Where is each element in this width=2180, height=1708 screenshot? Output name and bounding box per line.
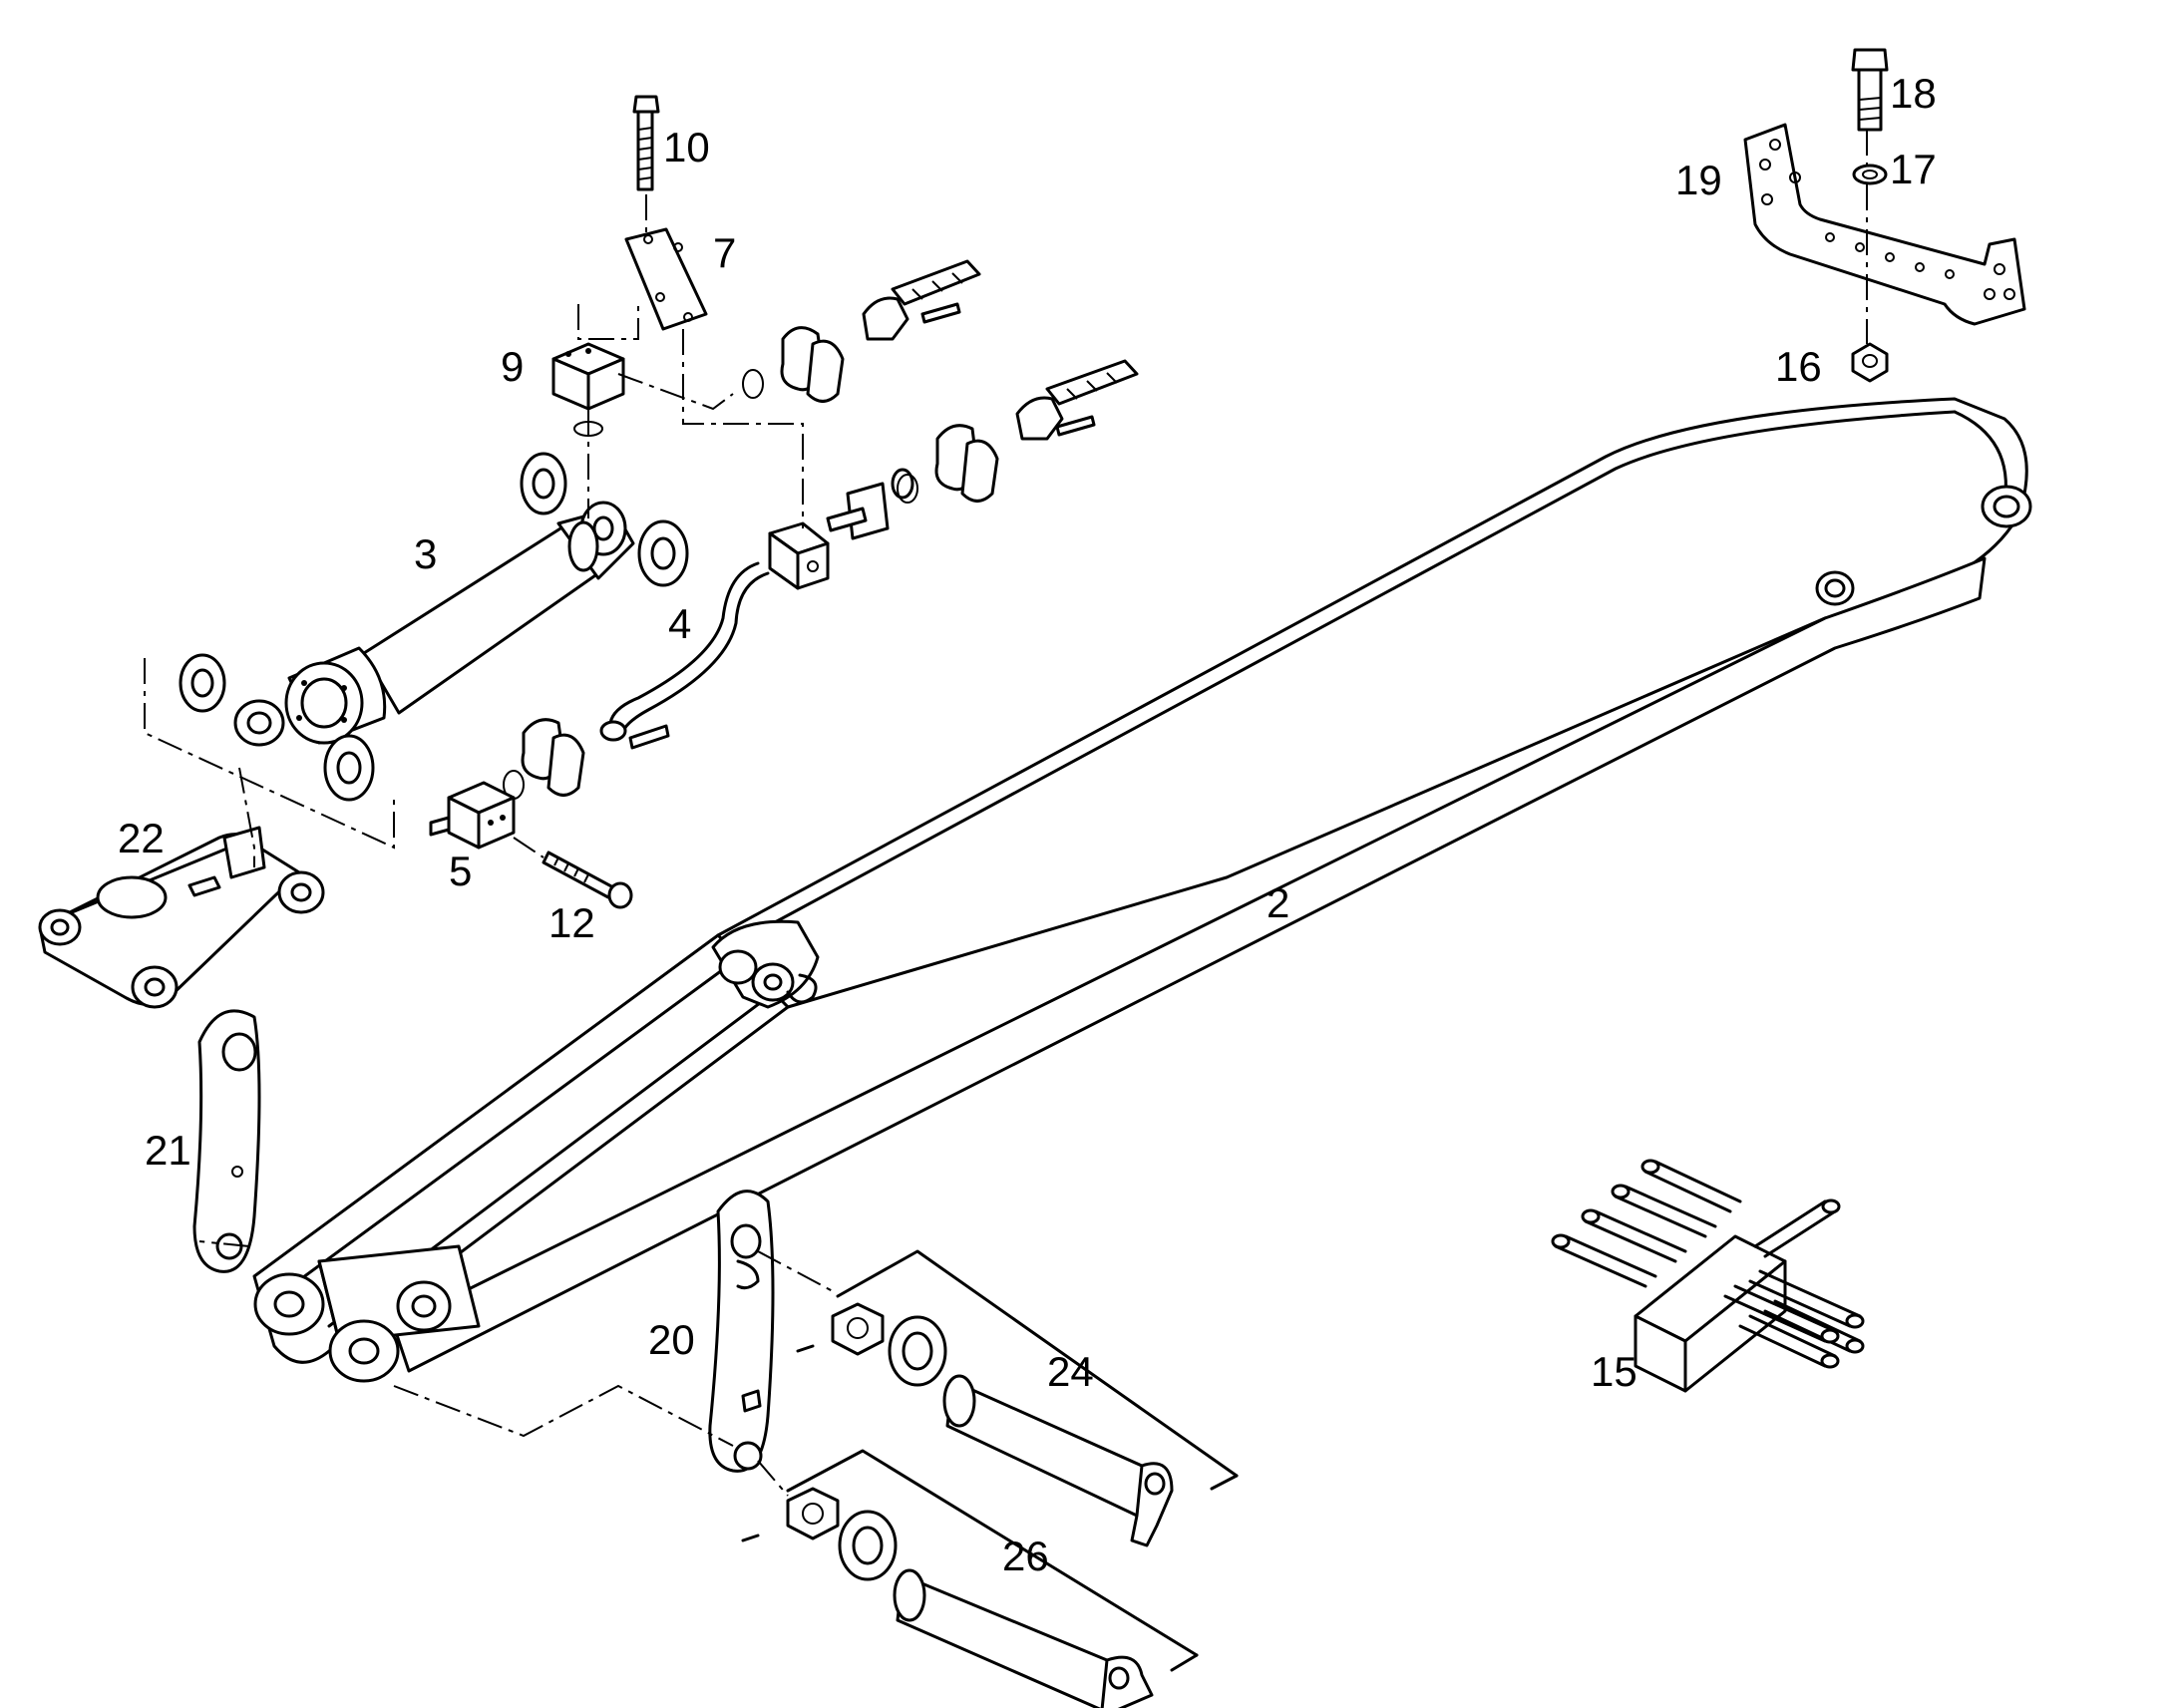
lever-20 <box>708 1190 775 1473</box>
label-part-20: 20 <box>648 1316 695 1363</box>
hose-pipe <box>599 561 770 742</box>
part-labels: 2 3 4 5 7 9 10 12 15 16 17 18 19 20 21 2… <box>118 70 1937 1579</box>
valve-block-5 <box>429 781 516 850</box>
link-22 <box>38 826 325 1009</box>
label-part-9: 9 <box>501 343 524 390</box>
bolt-12 <box>542 851 633 909</box>
label-part-10: 10 <box>663 124 710 171</box>
hydraulic-cylinder <box>233 501 635 747</box>
bolt-10 <box>632 95 660 191</box>
bracket-set <box>1743 48 2026 383</box>
label-part-16: 16 <box>1775 343 1822 390</box>
label-part-21: 21 <box>145 1127 191 1174</box>
split-flange-middle <box>897 359 1139 504</box>
label-part-19: 19 <box>1675 157 1722 203</box>
boom-arm <box>252 397 2032 1383</box>
manifold-block-15 <box>1551 1159 1865 1393</box>
split-flange-lower <box>503 718 670 800</box>
pipe-block <box>768 521 830 590</box>
pin-assembly-26 <box>741 1487 1154 1708</box>
label-part-24: 24 <box>1047 1348 1094 1395</box>
label-part-2: 2 <box>1267 879 1289 926</box>
lever-21 <box>192 1009 261 1273</box>
label-part-3: 3 <box>414 530 437 577</box>
pin-assembly-24 <box>796 1302 1174 1547</box>
split-flange-upper <box>742 259 981 403</box>
label-part-12: 12 <box>548 899 595 946</box>
plate-7 <box>624 227 708 331</box>
assembly-leader-lines <box>144 130 1868 1672</box>
flange-connector <box>826 468 914 540</box>
label-part-15: 15 <box>1591 1348 1637 1395</box>
label-part-17: 17 <box>1890 146 1937 192</box>
label-part-4: 4 <box>668 600 691 647</box>
label-part-26: 26 <box>1002 1533 1049 1579</box>
label-part-7: 7 <box>713 229 736 276</box>
label-part-5: 5 <box>449 848 472 894</box>
label-part-22: 22 <box>118 815 165 861</box>
label-part-18: 18 <box>1890 70 1937 117</box>
cylinder-washers <box>179 452 689 802</box>
block-9 <box>551 342 625 437</box>
